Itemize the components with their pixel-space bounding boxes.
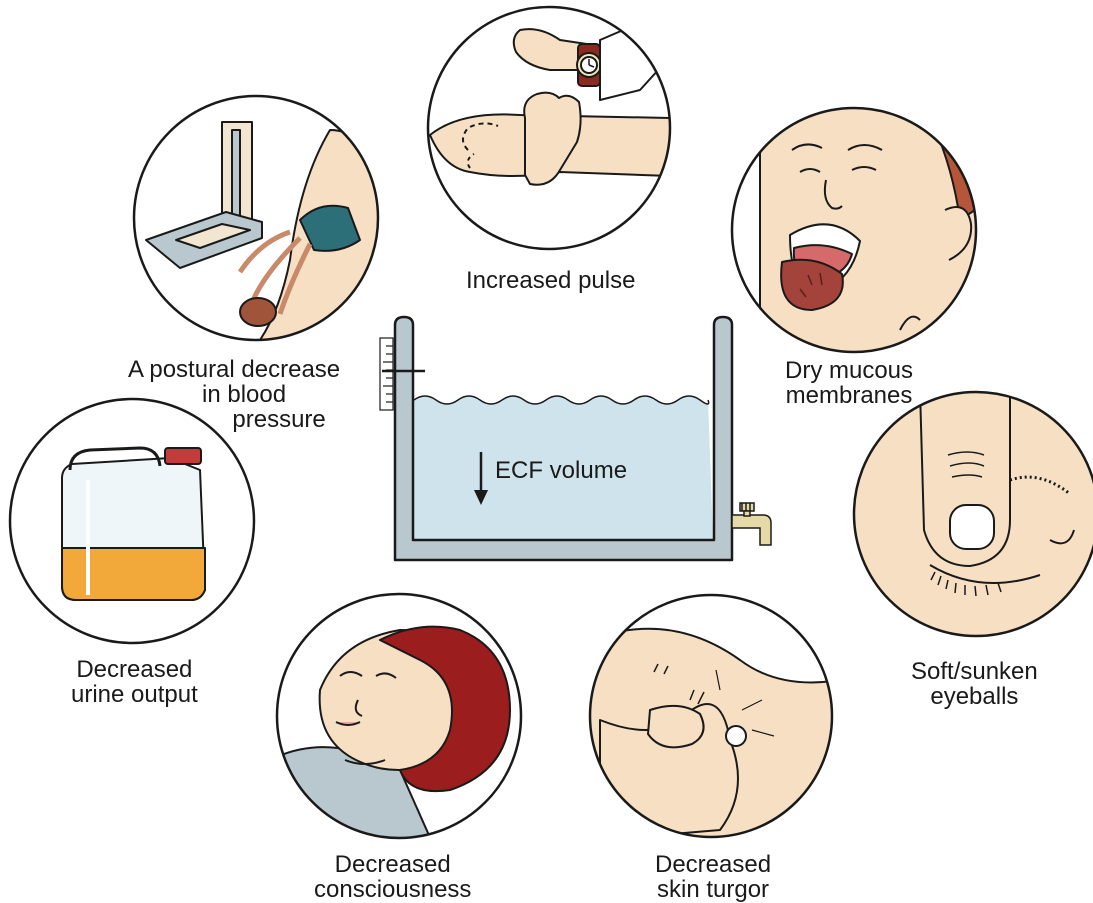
label-line: Decreased xyxy=(655,852,771,877)
label-line: Increased pulse xyxy=(466,268,635,293)
label-urine-output: Decreased urine output xyxy=(71,657,198,707)
consciousness-illustration xyxy=(270,594,521,860)
label-line: skin turgor xyxy=(655,877,771,902)
ecf-tank xyxy=(380,317,771,560)
label-line: A postural decrease xyxy=(128,357,340,382)
label-line: Decreased xyxy=(314,852,471,877)
label-line: urine output xyxy=(71,682,198,707)
label-line: in blood xyxy=(128,382,340,407)
turgor-illustration xyxy=(590,595,840,860)
label-consciousness: Decreased consciousness xyxy=(314,852,471,902)
eyeballs-illustration xyxy=(854,390,1093,636)
mucous-illustration xyxy=(732,83,990,360)
label-line: pressure xyxy=(128,407,340,432)
urine-illustration xyxy=(10,399,254,643)
label-line: Soft/sunken xyxy=(911,659,1038,684)
pulse-illustration xyxy=(428,7,690,249)
label-sunken-eyeballs: Soft/sunken eyeballs xyxy=(911,659,1038,709)
label-line: eyeballs xyxy=(911,684,1038,709)
label-line: membranes xyxy=(785,383,913,408)
label-line: Decreased xyxy=(71,657,198,682)
label-dry-mucous: Dry mucous membranes xyxy=(785,358,913,408)
label-line: Dry mucous xyxy=(785,358,913,383)
label-line: consciousness xyxy=(314,877,471,902)
drain-tap-icon xyxy=(732,503,771,545)
label-blood-pressure: A postural decrease in blood pressure xyxy=(128,357,340,432)
bp-illustration xyxy=(134,96,380,340)
label-increased-pulse: Increased pulse xyxy=(466,268,635,293)
label-skin-turgor: Decreased skin turgor xyxy=(655,852,771,902)
ecf-volume-label: ECF volume xyxy=(495,457,627,485)
